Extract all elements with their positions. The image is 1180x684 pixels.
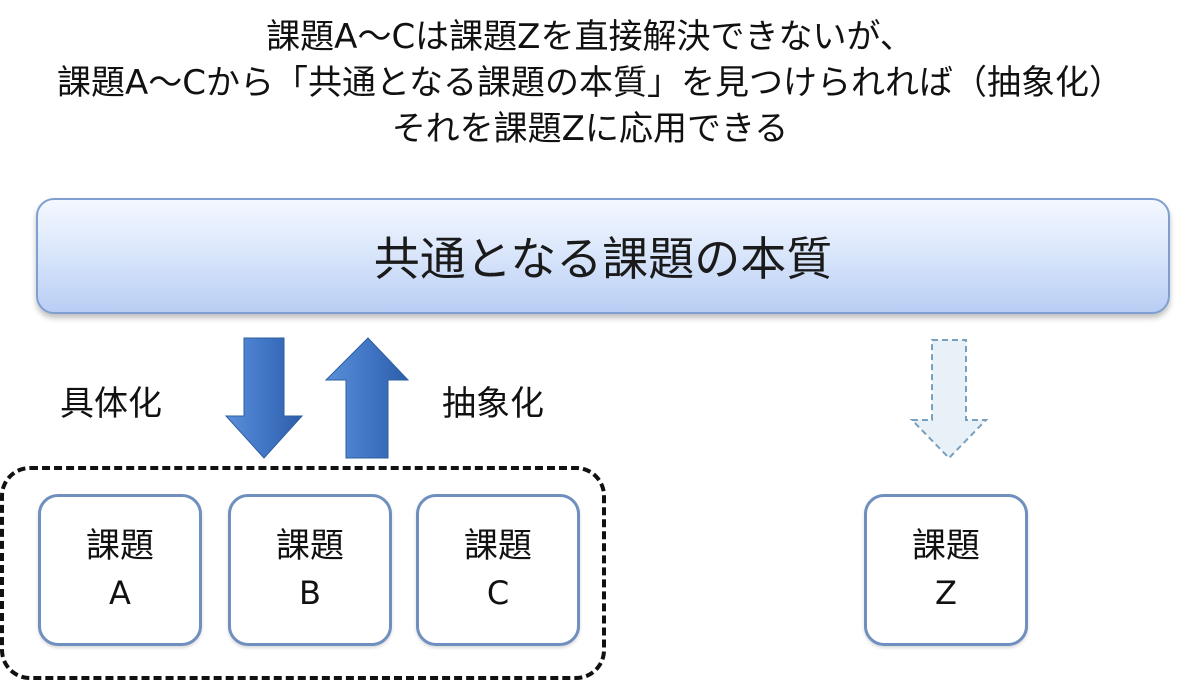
problem-box-z: 課題 Z	[864, 494, 1028, 646]
problem-box-letter: B	[299, 574, 321, 612]
banner-label: 共通となる課題の本質	[373, 232, 833, 286]
problem-group-dashed-border	[0, 466, 606, 680]
problem-box-letter: A	[109, 574, 131, 612]
abstract-label: 抽象化	[442, 384, 544, 424]
common-essence-banner: 共通となる課題の本質	[36, 198, 1170, 314]
problem-box-letter: C	[486, 574, 510, 612]
problem-box-a: 課題 A	[38, 494, 202, 646]
concretize-label: 具体化	[60, 384, 162, 424]
heading-line-1: 課題A～Cは課題Zを直接解決できないが、	[266, 17, 914, 57]
problem-box-title: 課題	[276, 526, 344, 566]
problem-box-b: 課題 B	[228, 494, 392, 646]
problem-box-letter: Z	[935, 574, 957, 612]
heading-line-3: それを課題Zに応用できる	[391, 109, 789, 149]
problem-box-title: 課題	[86, 526, 154, 566]
problem-box-title: 課題	[464, 526, 532, 566]
down-arrow-icon	[224, 337, 304, 459]
diagram-heading: 課題A～Cは課題Zを直接解決できないが、 課題A～Cから「共通となる課題の本質」…	[0, 14, 1180, 152]
problem-box-title: 課題	[912, 526, 980, 566]
heading-line-2: 課題A～Cから「共通となる課題の本質」を見つけられれば（抽象化）	[57, 63, 1123, 103]
up-arrow-icon	[324, 337, 410, 459]
problem-box-c: 課題 C	[416, 494, 580, 646]
dashed-down-arrow-icon	[909, 339, 989, 460]
